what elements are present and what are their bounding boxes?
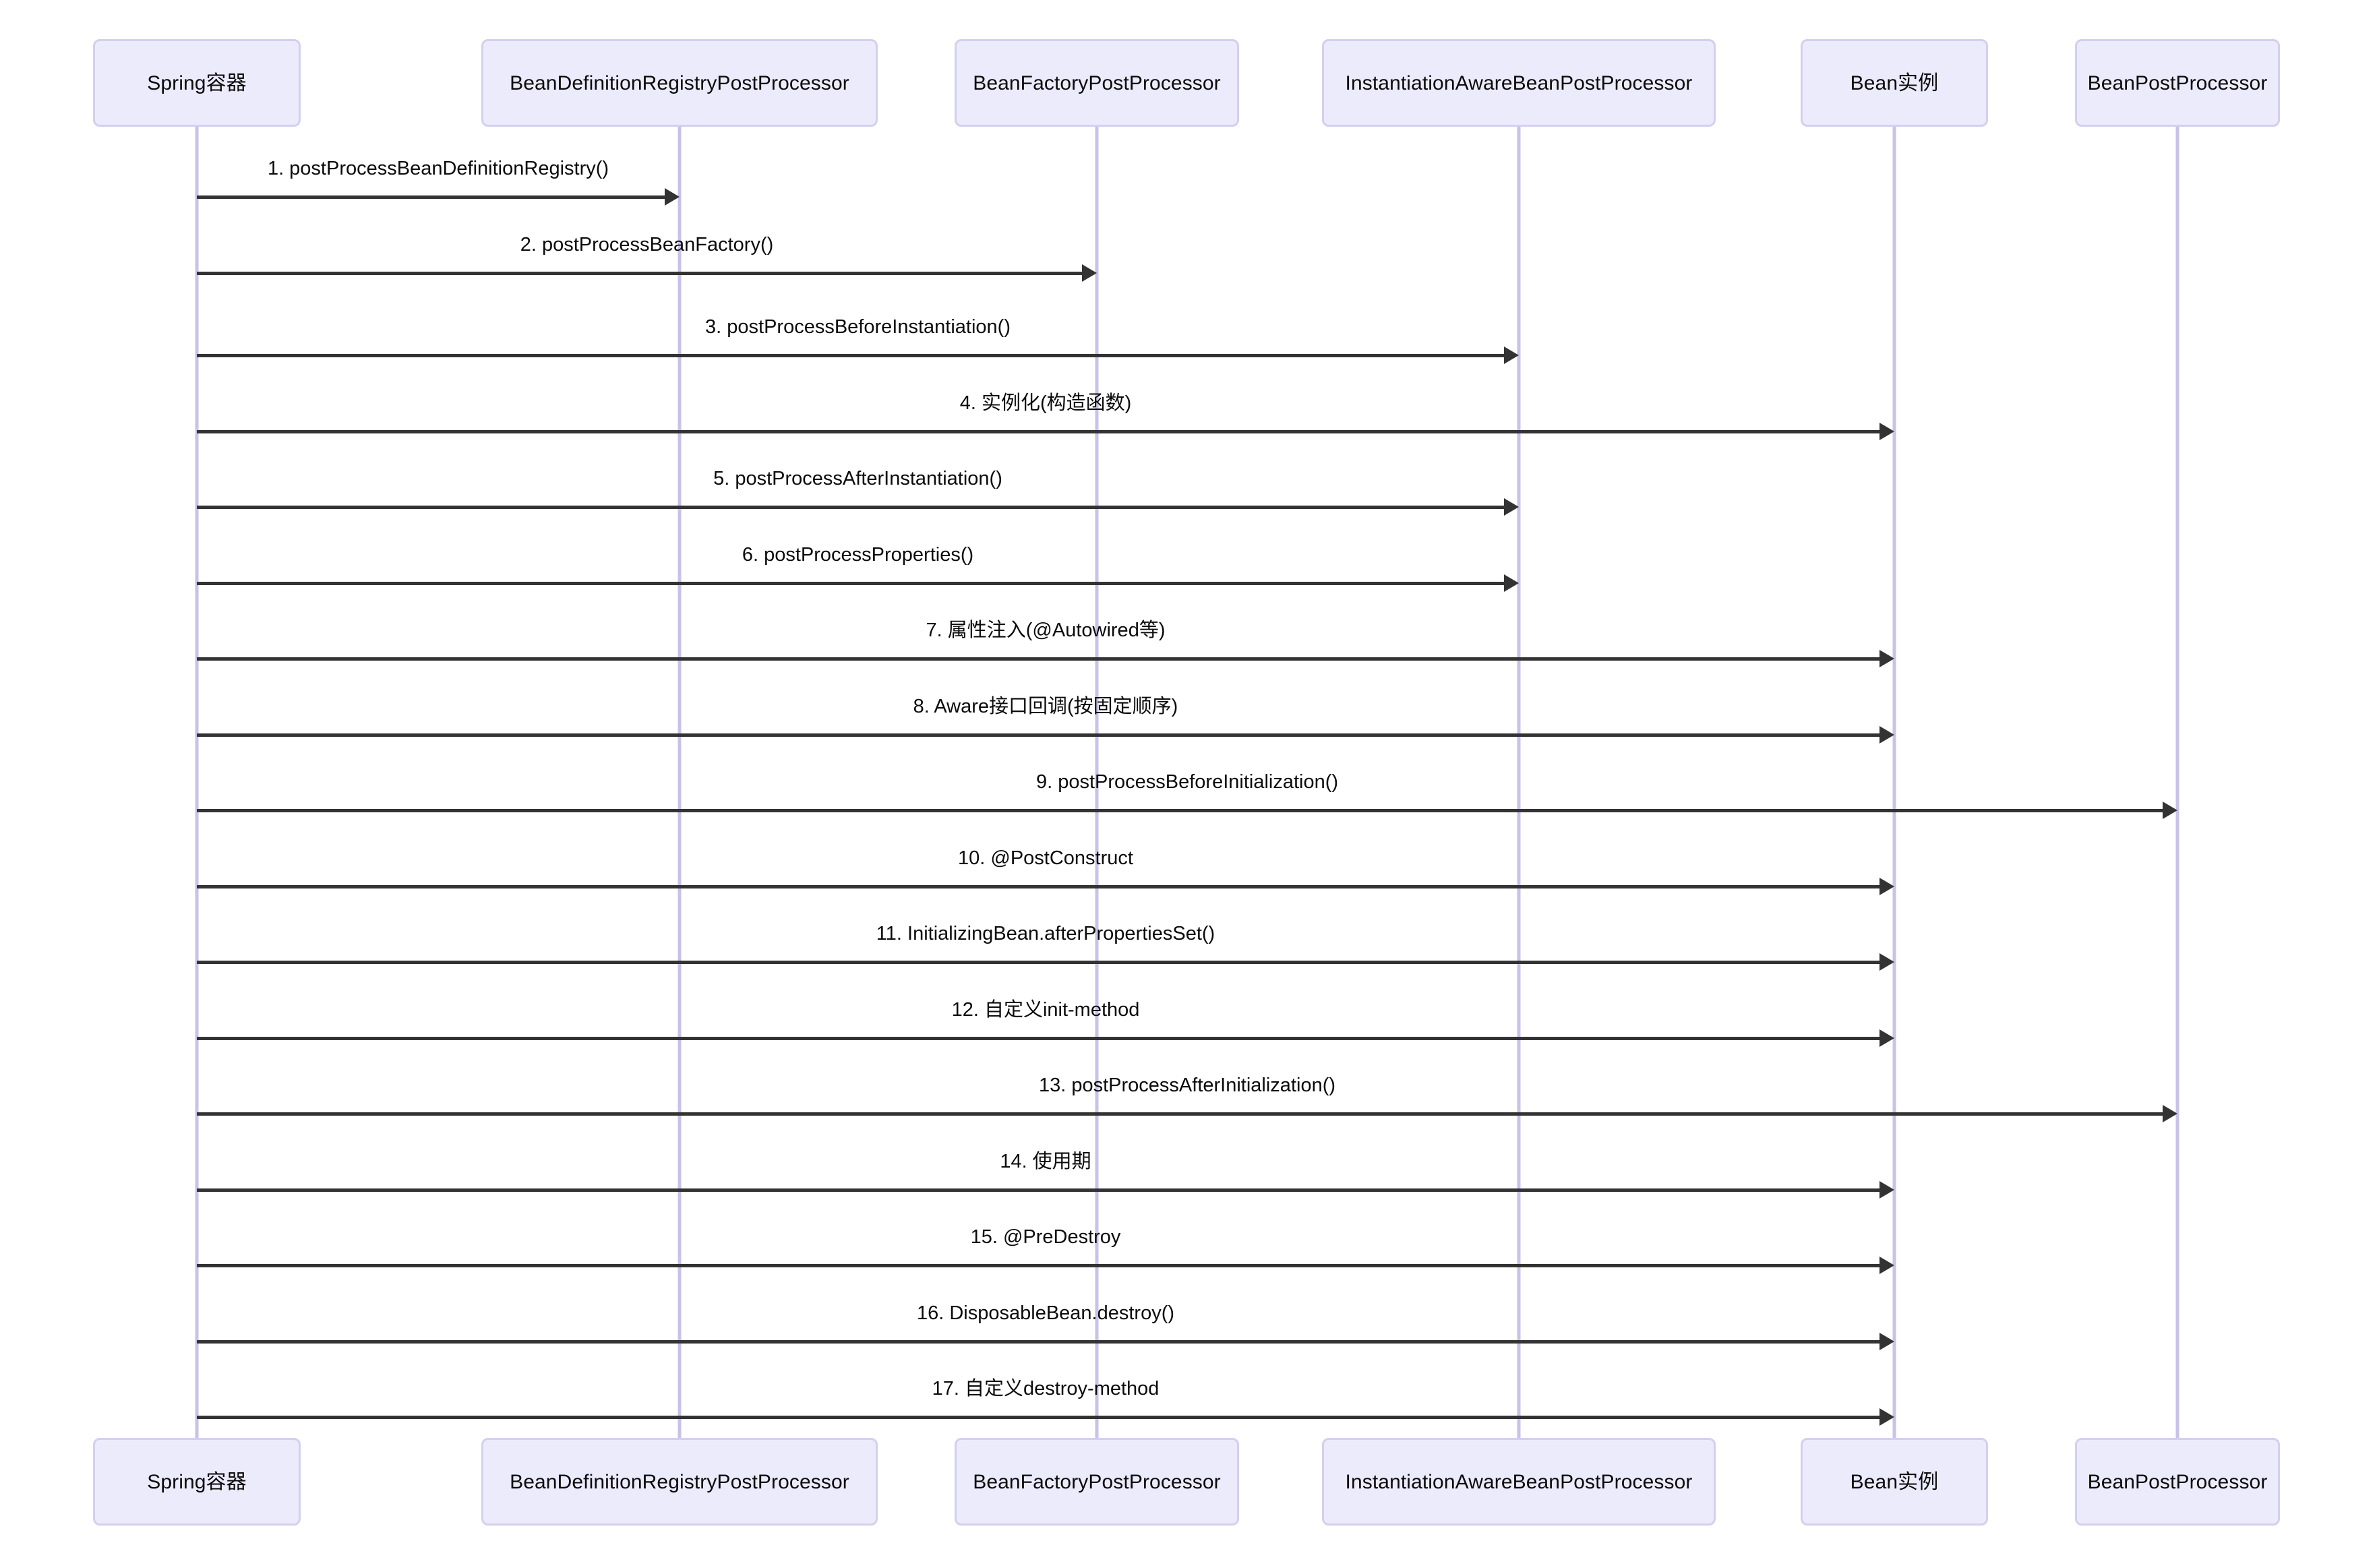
participant-bottom-bdrpp[interactable]: BeanDefinitionRegistryPostProcessor bbox=[481, 1438, 878, 1526]
participant-label: BeanPostProcessor bbox=[2087, 71, 2268, 94]
message-label-5: 5. postProcessAfterInstantiation() bbox=[713, 468, 1002, 489]
message-label-15: 15. @PreDestroy bbox=[970, 1226, 1121, 1248]
participant-top-container[interactable]: Spring容器 bbox=[93, 39, 301, 127]
message-line-17 bbox=[197, 1416, 1884, 1419]
message-arrowhead-3 bbox=[1504, 346, 1519, 364]
message-label-1: 1. postProcessBeanDefinitionRegistry() bbox=[267, 158, 609, 179]
message-label-2: 2. postProcessBeanFactory() bbox=[520, 234, 774, 255]
message-line-14 bbox=[197, 1188, 1884, 1192]
lifeline-bdrpp bbox=[678, 127, 682, 1438]
message-line-10 bbox=[197, 885, 1884, 888]
message-arrowhead-5 bbox=[1504, 498, 1519, 516]
participant-top-bfpp[interactable]: BeanFactoryPostProcessor bbox=[955, 39, 1239, 127]
participant-label: Spring容器 bbox=[147, 1470, 247, 1493]
message-line-4 bbox=[197, 430, 1884, 433]
participant-bottom-iabpp[interactable]: InstantiationAwareBeanPostProcessor bbox=[1322, 1438, 1716, 1526]
message-line-3 bbox=[197, 354, 1508, 357]
message-line-12 bbox=[197, 1037, 1884, 1040]
message-arrowhead-9 bbox=[2163, 802, 2177, 819]
message-label-12: 12. 自定义init-method bbox=[951, 999, 1140, 1021]
participant-bottom-container[interactable]: Spring容器 bbox=[93, 1438, 301, 1526]
lifeline-bfpp bbox=[1095, 127, 1099, 1438]
lifeline-container bbox=[195, 127, 199, 1438]
participant-top-iabpp[interactable]: InstantiationAwareBeanPostProcessor bbox=[1322, 39, 1716, 127]
participant-label: InstantiationAwareBeanPostProcessor bbox=[1345, 1470, 1693, 1493]
message-label-17: 17. 自定义destroy-method bbox=[932, 1378, 1160, 1399]
lifeline-bpp bbox=[2175, 127, 2179, 1438]
participant-bottom-bfpp[interactable]: BeanFactoryPostProcessor bbox=[955, 1438, 1239, 1526]
message-line-16 bbox=[197, 1340, 1884, 1344]
message-label-13: 13. postProcessAfterInitialization() bbox=[1038, 1075, 1336, 1096]
participant-top-bean[interactable]: Bean实例 bbox=[1801, 39, 1988, 127]
message-arrowhead-13 bbox=[2163, 1105, 2177, 1122]
participant-label: InstantiationAwareBeanPostProcessor bbox=[1345, 71, 1693, 94]
message-line-15 bbox=[197, 1264, 1884, 1267]
message-arrowhead-15 bbox=[1879, 1257, 1894, 1274]
participant-label: BeanFactoryPostProcessor bbox=[973, 71, 1221, 94]
message-line-1 bbox=[197, 195, 669, 199]
message-line-11 bbox=[197, 961, 1884, 964]
participant-label: BeanDefinitionRegistryPostProcessor bbox=[510, 1470, 849, 1493]
participant-bottom-bean[interactable]: Bean实例 bbox=[1801, 1438, 1988, 1526]
participant-label: BeanDefinitionRegistryPostProcessor bbox=[510, 71, 849, 94]
message-arrowhead-6 bbox=[1504, 574, 1519, 592]
message-label-7: 7. 属性注入(@Autowired等) bbox=[926, 620, 1166, 641]
message-line-8 bbox=[197, 733, 1884, 737]
message-label-10: 10. @PostConstruct bbox=[958, 847, 1133, 869]
message-line-6 bbox=[197, 582, 1508, 585]
message-line-5 bbox=[197, 506, 1508, 509]
participant-label: Bean实例 bbox=[1850, 71, 1939, 94]
message-arrowhead-11 bbox=[1879, 953, 1894, 971]
message-arrowhead-4 bbox=[1879, 423, 1894, 440]
message-label-16: 16. DisposableBean.destroy() bbox=[916, 1302, 1175, 1324]
message-arrowhead-10 bbox=[1879, 878, 1894, 895]
message-label-9: 9. postProcessBeforeInitialization() bbox=[1035, 771, 1339, 793]
message-arrowhead-14 bbox=[1879, 1181, 1894, 1199]
message-arrowhead-16 bbox=[1879, 1333, 1894, 1350]
message-arrowhead-7 bbox=[1879, 650, 1894, 667]
message-arrowhead-8 bbox=[1879, 726, 1894, 744]
participant-label: BeanFactoryPostProcessor bbox=[973, 1470, 1221, 1493]
message-label-3: 3. postProcessBeforeInstantiation() bbox=[705, 316, 1011, 338]
message-line-7 bbox=[197, 657, 1884, 661]
lifeline-iabpp bbox=[1517, 127, 1521, 1438]
lifeline-bean bbox=[1892, 127, 1896, 1438]
message-arrowhead-2 bbox=[1082, 264, 1097, 282]
message-arrowhead-17 bbox=[1879, 1408, 1894, 1426]
participant-label: BeanPostProcessor bbox=[2087, 1470, 2268, 1493]
message-label-11: 11. InitializingBean.afterPropertiesSet(… bbox=[876, 923, 1215, 944]
message-label-14: 14. 使用期 bbox=[1000, 1151, 1091, 1172]
message-line-9 bbox=[197, 809, 2167, 812]
participant-top-bpp[interactable]: BeanPostProcessor bbox=[2075, 39, 2280, 127]
message-line-13 bbox=[197, 1112, 2167, 1116]
message-label-4: 4. 实例化(构造函数) bbox=[959, 392, 1132, 414]
message-line-2 bbox=[197, 272, 1086, 275]
participant-bottom-bpp[interactable]: BeanPostProcessor bbox=[2075, 1438, 2280, 1526]
participant-label: Bean实例 bbox=[1850, 1470, 1939, 1493]
participant-label: Spring容器 bbox=[147, 71, 247, 94]
participant-top-bdrpp[interactable]: BeanDefinitionRegistryPostProcessor bbox=[481, 39, 878, 127]
message-arrowhead-12 bbox=[1879, 1029, 1894, 1047]
message-label-8: 8. Aware接口回调(按固定顺序) bbox=[913, 696, 1178, 717]
message-label-6: 6. postProcessProperties() bbox=[742, 544, 974, 566]
message-arrowhead-1 bbox=[665, 188, 680, 206]
